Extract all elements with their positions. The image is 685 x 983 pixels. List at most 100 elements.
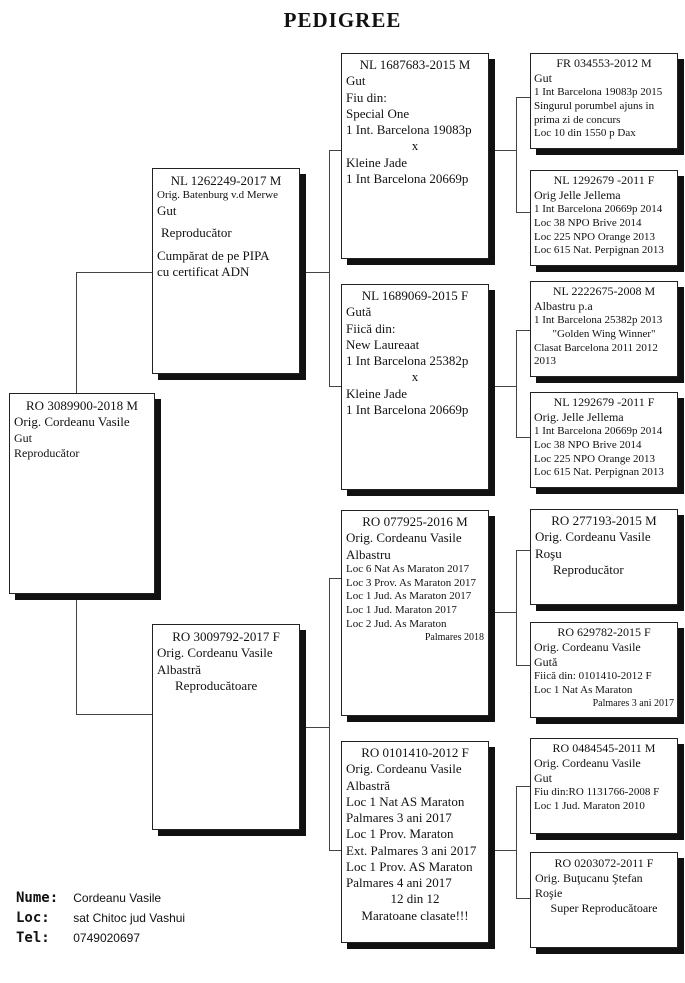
contact-name: Nume: Cordeanu Vasile xyxy=(16,890,161,906)
ring-number: NL 1687683-2015 M xyxy=(359,57,471,72)
ring-number: RO 3089900-2018 M xyxy=(26,398,138,413)
sire-sire-card: NL 1687683-2015 M Gut Fiu din: Special O… xyxy=(341,53,489,259)
ring-number: NL 1262249-2017 M xyxy=(170,173,282,188)
breeder: Orig. Batenburg v.d Merwe xyxy=(157,189,278,202)
ring-number: NL 2222675-2008 M xyxy=(552,284,656,298)
result: Loc 1 Nat As Maraton xyxy=(534,683,633,696)
parent: Special One xyxy=(346,105,410,121)
note: Reproducător xyxy=(14,445,80,460)
tel-label: Tel: xyxy=(16,930,50,946)
color: Albastră xyxy=(157,661,202,677)
breeder: Orig Jelle Jellema xyxy=(534,188,621,202)
result: Loc 1 Nat AS Maraton xyxy=(346,793,465,809)
ring-number: RO 3009792-2017 F xyxy=(172,629,280,644)
name-label: Nume: xyxy=(16,890,59,906)
sire-dam-card: NL 1689069-2015 F Gută Fiică din: New La… xyxy=(341,284,489,490)
result: Palmares 3 ani 2017 xyxy=(592,697,674,709)
loc-value: sat Chitoc jud Vashui xyxy=(73,911,186,925)
ring-number: NL 1292679 -2011 F xyxy=(553,395,655,409)
color: Albastră xyxy=(346,777,391,793)
result: Loc 1 Jud. Maraton 2017 xyxy=(346,604,457,616)
result: Loc 38 NPO Brive 2014 xyxy=(534,438,642,451)
color: Gut xyxy=(534,771,552,785)
breeder: Orig. Cordeanu Vasile xyxy=(157,645,273,661)
result: Loc 225 NPO Orange 2013 xyxy=(534,452,655,465)
dam-dam-dam-card: RO 0203072-2011 F Orig. Buţucanu Ştefan … xyxy=(530,852,678,948)
result: 1 Int Barcelona 20669p xyxy=(346,170,469,186)
result: 12 din 12 xyxy=(390,891,440,907)
result: 2013 xyxy=(534,355,556,368)
breeder: Orig. Cordeanu Vasile xyxy=(14,414,130,430)
sire-sire-sire-card: FR 034553-2012 M Gut 1 Int Barcelona 190… xyxy=(530,53,678,149)
result: Loc 1 Prov. AS Maraton xyxy=(346,858,473,874)
sire-dam-sire-card: NL 2222675-2008 M Albastru p.a 1 Int Bar… xyxy=(530,281,678,377)
parent: Fiu din:RO 1131766-2008 F xyxy=(534,786,660,798)
tel-value: 0749020697 xyxy=(73,931,140,945)
note: Cumpărat de pe PIPA xyxy=(157,247,270,263)
parent: Kleine Jade xyxy=(346,385,408,401)
dam-dam-card: RO 0101410-2012 F Orig. Cordeanu Vasile … xyxy=(341,741,489,943)
result: Ext. Palmares 3 ani 2017 xyxy=(346,842,477,858)
color: Gut xyxy=(346,73,366,89)
result: 1 Int. Barcelona 19083p xyxy=(346,122,472,137)
contact-phone: Tel: 0749020697 xyxy=(16,930,140,946)
ring-number: RO 0203072-2011 F xyxy=(554,856,654,870)
result: 1 Int Barcelona 20669p xyxy=(346,401,469,417)
breeder: Orig. Cordeanu Vasile xyxy=(346,530,462,546)
ring-number: RO 629782-2015 F xyxy=(557,625,651,639)
dam-dam-sire-card: RO 0484545-2011 M Orig. Cordeanu Vasile … xyxy=(530,738,678,834)
result: Loc 225 NPO Orange 2013 xyxy=(534,230,655,243)
ring-number: NL 1292679 -2011 F xyxy=(553,173,655,187)
dam-sire-card: RO 077925-2016 M Orig. Cordeanu Vasile A… xyxy=(341,510,489,716)
breeder: Orig. Buţucanu Ştefan xyxy=(535,871,643,885)
page-title: PEDIGREE xyxy=(283,8,402,32)
note: Reproducător xyxy=(553,561,624,577)
parent: New Laureaat xyxy=(346,336,420,352)
dam-card: RO 3009792-2017 F Orig. Cordeanu Vasile … xyxy=(152,624,300,830)
color: Roşu xyxy=(535,545,562,561)
result: Singurul porumbel ajuns in xyxy=(534,99,655,112)
sire-card: NL 1262249-2017 M Orig. Batenburg v.d Me… xyxy=(152,168,300,374)
cross: x xyxy=(411,138,419,154)
result: 1 Int Barcelona 20669p 2014 xyxy=(534,203,663,215)
color: Albastru xyxy=(346,546,391,562)
subject-pigeon-card: RO 3089900-2018 M Orig. Cordeanu Vasile … xyxy=(9,393,155,594)
result: 1 Int Barcelona 20669p 2014 xyxy=(534,425,663,437)
ring-number: RO 0101410-2012 F xyxy=(361,745,469,760)
color: Gut xyxy=(14,430,32,445)
result: Palmares 3 ani 2017 xyxy=(346,810,452,825)
breeder: Orig. Jelle Jellema xyxy=(534,410,624,424)
color: Gută xyxy=(534,655,558,669)
parent: Fiică din: 0101410-2012 F xyxy=(534,670,652,682)
parent-label: Fiu din: xyxy=(346,89,387,105)
note: Reproducătoare xyxy=(175,677,258,693)
ring-number: RO 077925-2016 M xyxy=(362,514,468,529)
note: Super Reproducătoare xyxy=(550,901,658,915)
breeder: Orig. Cordeanu Vasile xyxy=(346,761,462,777)
result: "Golden Wing Winner" xyxy=(552,327,656,340)
color: Gut xyxy=(157,203,177,218)
ring-number: FR 034553-2012 M xyxy=(556,56,652,70)
result: Loc 615 Nat. Perpignan 2013 xyxy=(534,244,664,257)
result: Palmares 4 ani 2017 xyxy=(346,875,452,890)
color: Roşie xyxy=(535,886,563,900)
color: Gut xyxy=(534,71,552,85)
ring-number: RO 0484545-2011 M xyxy=(552,741,656,755)
ring-number: RO 277193-2015 M xyxy=(551,513,657,528)
note: cu certificat ADN xyxy=(157,263,250,279)
dam-sire-dam-card: RO 629782-2015 F Orig. Cordeanu Vasile G… xyxy=(530,622,678,718)
loc-label: Loc: xyxy=(16,910,50,926)
result: Loc 615 Nat. Perpignan 2013 xyxy=(534,466,664,479)
breeder: Orig. Cordeanu Vasile xyxy=(534,640,641,654)
result: 1 Int Barcelona 25382p xyxy=(346,353,469,368)
note: Reproducător xyxy=(161,225,232,241)
color: Gută xyxy=(346,304,372,320)
result: Loc 6 Nat As Maraton 2017 xyxy=(346,562,470,575)
parent: Kleine Jade xyxy=(346,154,408,170)
result: Loc 1 Jud. As Maraton 2017 xyxy=(346,590,472,603)
result: 1 Int Barcelona 25382p 2013 xyxy=(534,314,663,326)
sire-sire-dam-card: NL 1292679 -2011 F Orig Jelle Jellema 1 … xyxy=(530,170,678,266)
result: Palmares 2018 xyxy=(424,631,484,643)
parent-label: Fiică din: xyxy=(346,320,396,336)
result: Loc 2 Jud. As Maraton xyxy=(346,617,447,630)
